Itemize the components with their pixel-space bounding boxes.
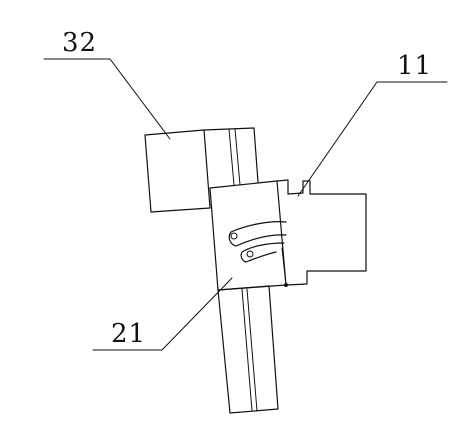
part-21-lower-rail — [217, 285, 279, 414]
pivot-hole-upper — [230, 232, 238, 240]
leader-lines — [43, 58, 448, 351]
callout-label-21: 21 — [111, 319, 147, 349]
curved-slot-piece — [228, 221, 287, 247]
curved-arm — [240, 242, 285, 263]
part-21-rail-line-1 — [241, 288, 253, 412]
leader-11-pointer — [297, 81, 378, 197]
part-32-left-block — [144, 129, 211, 213]
pivot-hole-lower — [246, 250, 254, 258]
part-21-rail-line-2 — [246, 288, 258, 412]
part-32-inner-line-2 — [234, 128, 241, 186]
leader-21-pointer — [161, 277, 233, 351]
vertical-pin-line — [281, 247, 287, 286]
part-11-outline — [276, 179, 367, 286]
part-11 — [276, 179, 367, 286]
part-32-right-block — [203, 127, 259, 183]
leader-32-pointer — [109, 58, 171, 140]
callout-label-32: 32 — [62, 28, 98, 58]
part-32 — [144, 127, 259, 213]
part-21 — [209, 180, 288, 414]
part-32-inner-line-1 — [228, 128, 235, 186]
callout-label-11: 11 — [397, 51, 433, 81]
